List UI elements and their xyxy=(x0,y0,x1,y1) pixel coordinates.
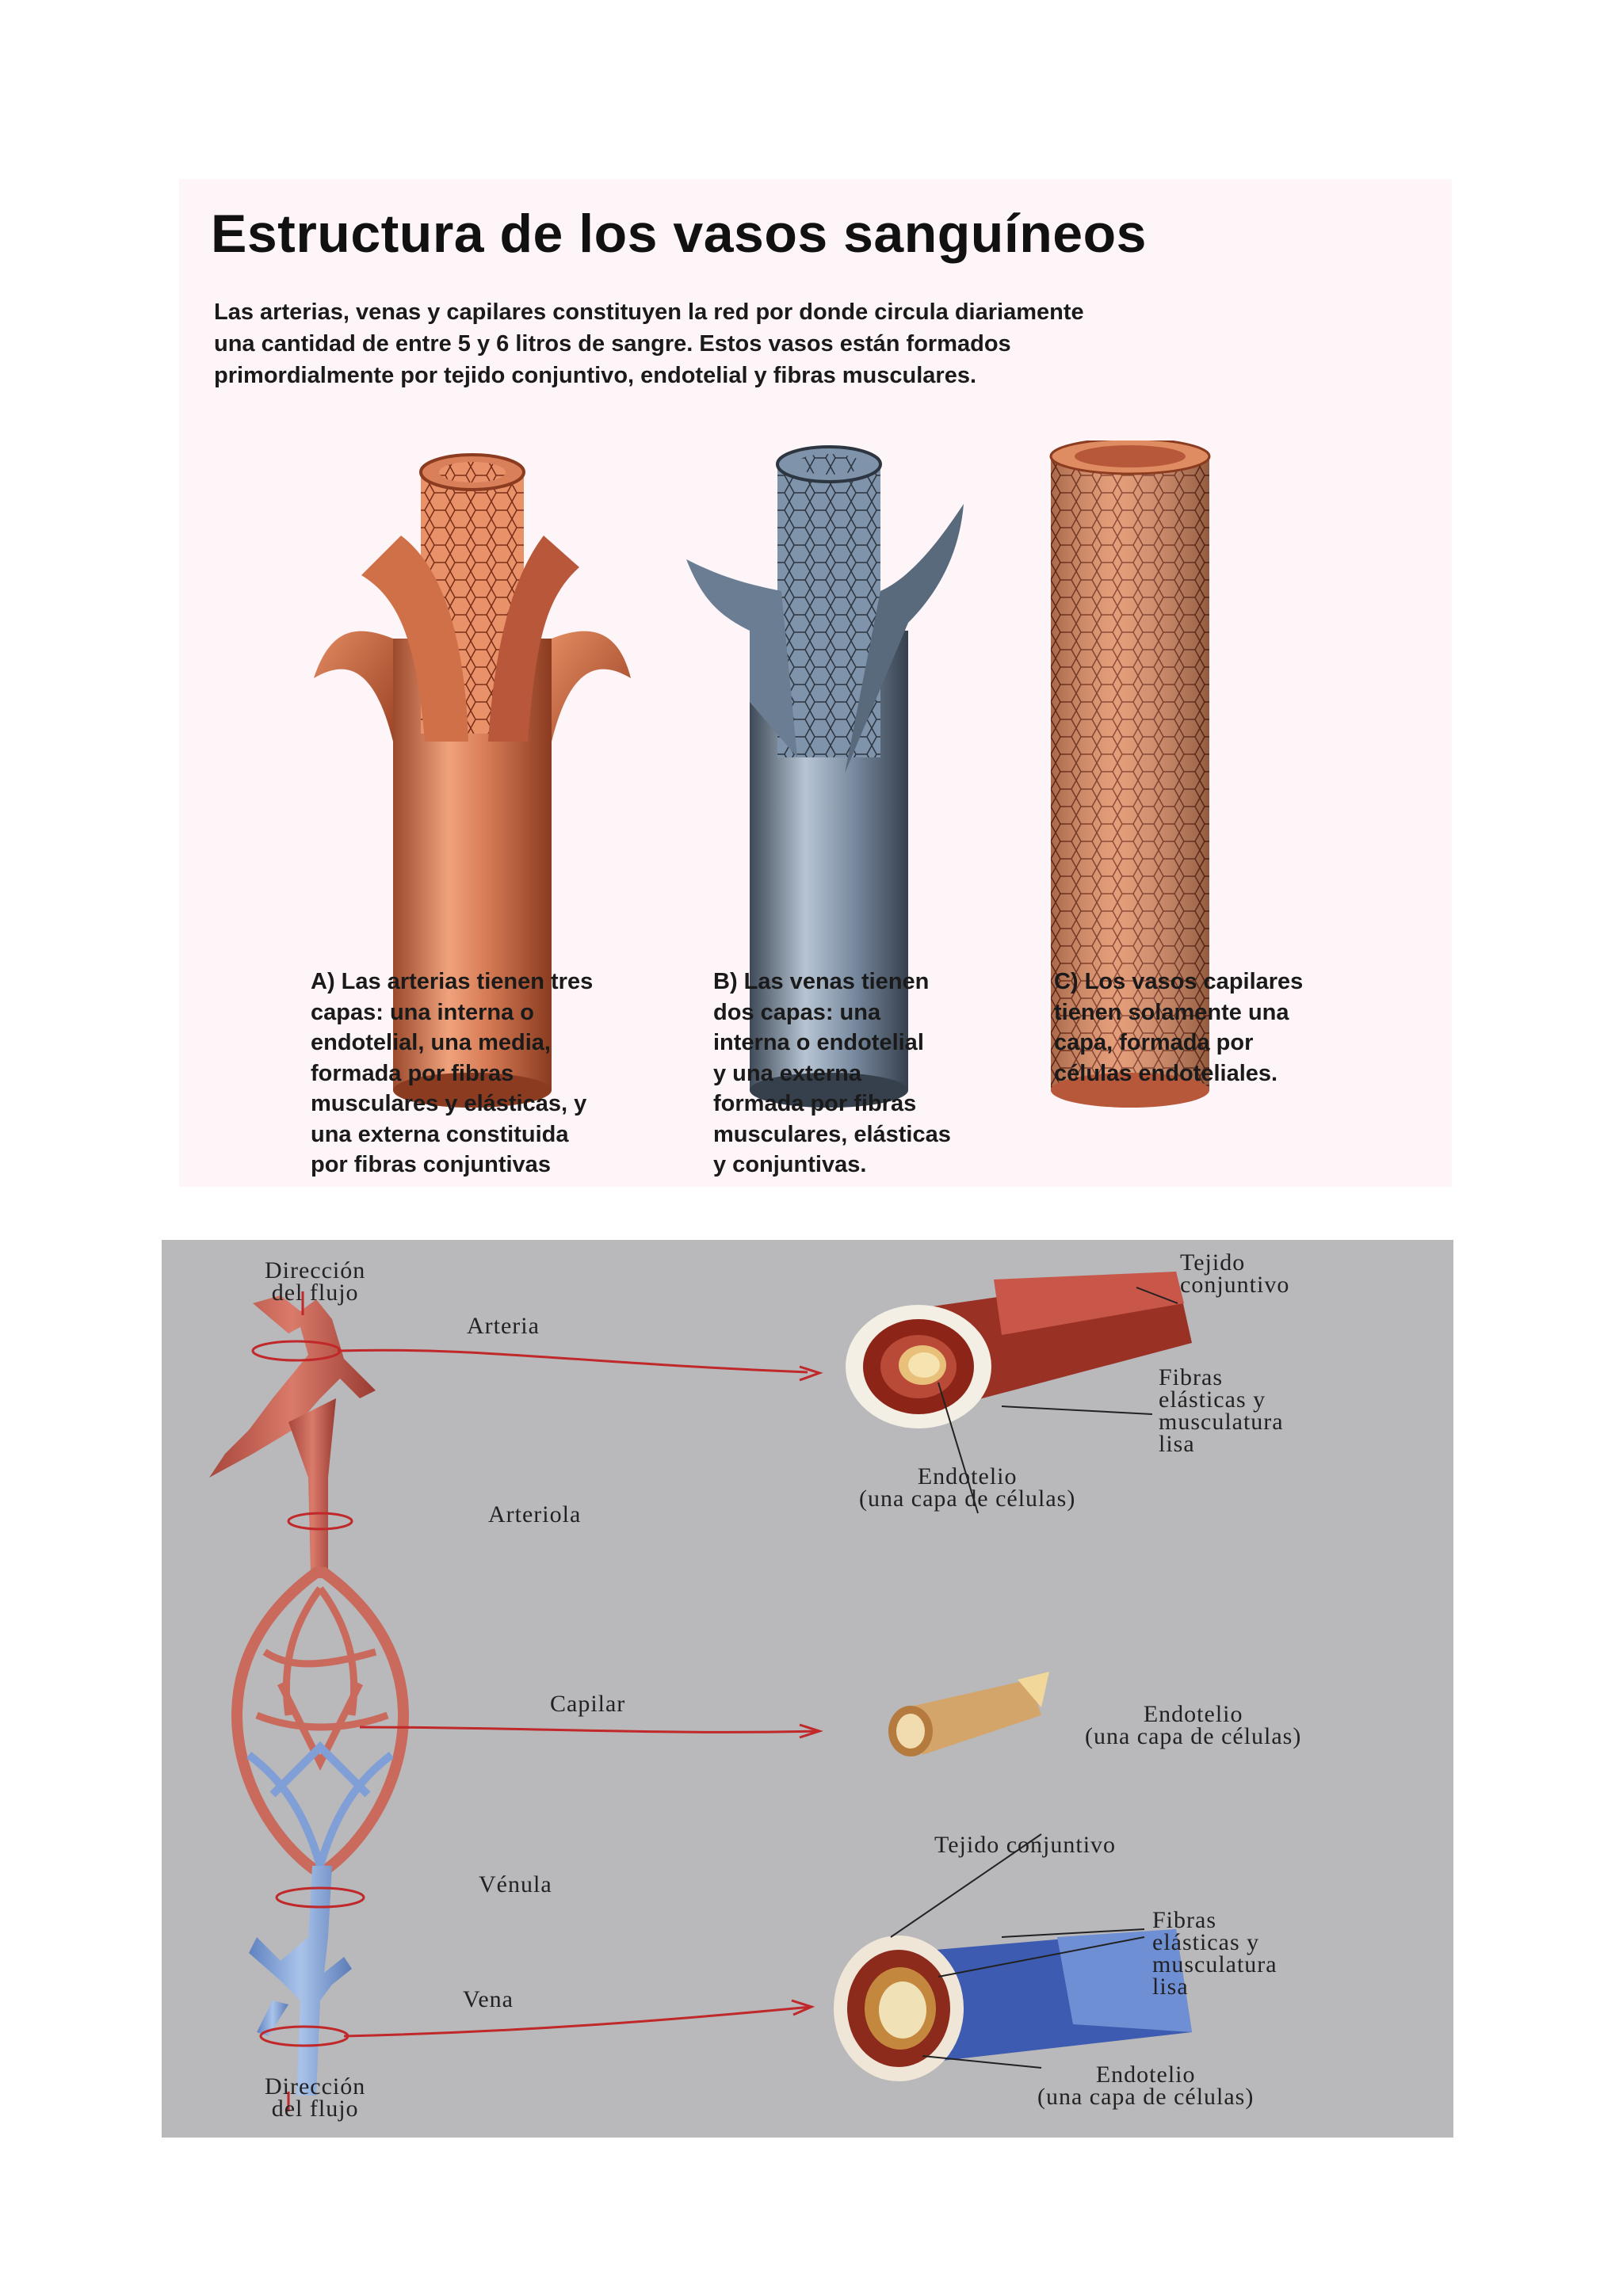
artery-cross-section xyxy=(846,1272,1192,1514)
label-line: conjuntivo xyxy=(1180,1272,1290,1298)
caption-line: formada por fibras xyxy=(311,1060,514,1086)
capillary-illustration xyxy=(1049,441,1211,1108)
label-line: Endotelio xyxy=(917,1463,1018,1489)
intro-text-line: Las arterias, venas y capilares constitu… xyxy=(214,299,1084,325)
artery-illustration xyxy=(314,453,631,1108)
arteria-label: Arteria xyxy=(467,1313,540,1339)
arterial-tree xyxy=(209,1295,410,1881)
intro-text-line: primordialmente por tejido conjuntivo, e… xyxy=(214,363,977,388)
vein-caption: B) Las venas tienen dos capas: una inter… xyxy=(713,967,951,1180)
label-line: Fibras xyxy=(1159,1364,1223,1390)
vein-cross-section xyxy=(834,1833,1192,2081)
label-line: (una capa de células) xyxy=(859,1486,1076,1512)
caption-line: formada por fibras xyxy=(713,1091,917,1116)
caption-line: y una externa xyxy=(713,1060,861,1086)
section-markers xyxy=(251,1291,365,2111)
capillary-cross-section xyxy=(888,1672,1049,1756)
vein-tejido-label: Tejido conjuntivo xyxy=(934,1832,1117,1858)
label-line: (una capa de células) xyxy=(1085,1723,1302,1749)
capillary-caption: C) Los vasos capilares tienen solamente … xyxy=(1054,967,1303,1089)
circulation-diagram-panel: Dirección del flujo Arteria Arteriola Ca… xyxy=(162,1240,1453,2138)
caption-line: dos capas: una xyxy=(713,999,881,1025)
capillary-endotelio-label: Endotelio (una capa de células) xyxy=(1085,1701,1302,1749)
caption-line: C) Los vasos capilares xyxy=(1054,969,1304,994)
label-line: Endotelio xyxy=(1095,2061,1196,2088)
label-line: del flujo xyxy=(271,2096,359,2122)
page-title: Estructura de los vasos sanguíneos xyxy=(211,204,1147,264)
vein-fibras-label: Fibras elásticas y musculatura lisa xyxy=(1152,1907,1277,2000)
vein-endotelio-label: Endotelio (una capa de células) xyxy=(1037,2061,1254,2110)
caption-line: B) Las venas tienen xyxy=(713,969,930,994)
label-line: elásticas y xyxy=(1159,1386,1266,1413)
caption-line: y conjuntivas. xyxy=(713,1152,867,1177)
caption-line: capa, formada por xyxy=(1054,1030,1254,1055)
caption-line: interna o endotelial xyxy=(713,1030,924,1055)
caption-line: tienen solamente una xyxy=(1054,999,1289,1025)
capilar-label: Capilar xyxy=(550,1691,626,1717)
label-line: Dirección xyxy=(265,2073,366,2100)
label-line: Tejido xyxy=(1180,1249,1246,1276)
pointer-lines xyxy=(337,1348,823,2038)
caption-line: capas: una interna o xyxy=(311,999,535,1025)
caption-line: musculares, elásticas xyxy=(713,1121,951,1147)
label-line: Fibras xyxy=(1152,1907,1216,1933)
caption-line: musculares y elásticas, y xyxy=(311,1091,587,1116)
label-line: Endotelio xyxy=(1143,1701,1243,1727)
intro-text-line: una cantidad de entre 5 y 6 litros de sa… xyxy=(214,331,1011,357)
label-line: lisa xyxy=(1159,1431,1195,1457)
caption-line: endotelial, una media, xyxy=(311,1030,551,1055)
label-line: (una capa de células) xyxy=(1037,2084,1254,2110)
vessel-structure-panel: Estructura de los vasos sanguíneos Las a… xyxy=(179,179,1452,1187)
label-line: elásticas y xyxy=(1152,1929,1260,1955)
caption-line: A) Las arterias tienen tres xyxy=(311,969,594,994)
caption-line: células endoteliales. xyxy=(1054,1060,1278,1086)
artery-fibras-label: Fibras elásticas y musculatura lisa xyxy=(1159,1364,1284,1457)
label-line: Dirección xyxy=(265,1257,366,1283)
artery-endotelio-label: Endotelio (una capa de células) xyxy=(859,1463,1076,1512)
venous-tree xyxy=(249,1866,352,2096)
flow-direction-label-bottom: Dirección del flujo xyxy=(265,2073,366,2122)
caption-line: por fibras conjuntivas xyxy=(311,1152,551,1177)
flow-direction-label-top: Dirección del flujo xyxy=(265,1257,366,1306)
label-line: lisa xyxy=(1152,1974,1189,2000)
vessel-network-diagram xyxy=(209,1272,1192,2111)
arteriola-label: Arteriola xyxy=(488,1501,582,1527)
label-line: musculatura xyxy=(1159,1409,1284,1435)
caption-line: una externa constituida xyxy=(311,1121,569,1147)
label-line: del flujo xyxy=(271,1280,359,1306)
vena-label: Vena xyxy=(463,1986,514,2012)
artery-tejido-label: Tejido conjuntivo xyxy=(1180,1249,1290,1298)
vein-illustration xyxy=(686,445,964,1108)
artery-caption: A) Las arterias tienen tres capas: una i… xyxy=(311,967,593,1180)
label-line: musculatura xyxy=(1152,1951,1277,1978)
venula-label: Vénula xyxy=(479,1871,552,1897)
